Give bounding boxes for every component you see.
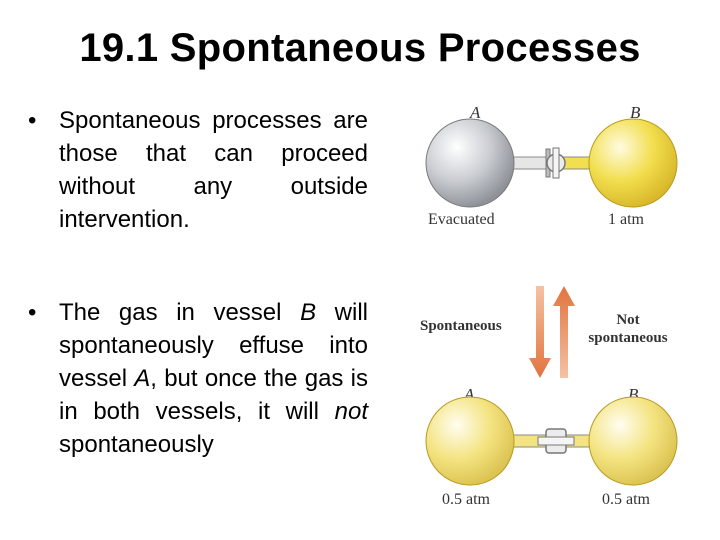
bullet-2-text: The gas in vessel B will spontaneously e…	[59, 296, 368, 461]
slide-title: 19.1 Spontaneous Processes	[79, 26, 641, 70]
bullet-1-text: Spontaneous processes are those that can…	[59, 107, 368, 233]
bullet-2-vessel-a: A	[134, 365, 151, 392]
top-apparatus: A B Evacuated 1 atm	[425, 103, 678, 228]
process-arrows: Spontaneous Not spontaneous	[420, 286, 668, 378]
bullet-2-text-mid: will spontaneously effuse into vessel	[59, 299, 368, 392]
top-label-b: B	[630, 103, 641, 122]
bottom-label-b: B	[628, 385, 639, 404]
down-arrow-icon	[529, 286, 551, 378]
bottom-vessel-a	[425, 396, 515, 486]
bottom-caption-a: 0.5 atm	[442, 491, 491, 508]
top-vessel-a	[425, 118, 515, 208]
bullet-dot: •	[28, 107, 37, 134]
top-caption-b: 1 atm	[608, 211, 645, 228]
bullet-2-vessel-b: B	[300, 299, 317, 326]
top-label-a: A	[469, 103, 481, 122]
bullet-2-text-mid2: , but once the gas is in both vessels, i…	[59, 365, 368, 425]
bullet-1: • Spontaneous processes are those that c…	[28, 104, 368, 236]
bullet-2-not: not	[334, 398, 368, 425]
top-caption-a: Evacuated	[428, 211, 495, 228]
bottom-apparatus: A B 0.5 atm 0.5 atm	[425, 385, 678, 508]
top-stopcock-icon	[545, 147, 566, 179]
effusion-figure: A B Evacuated 1 atm Spontaneous Not spon…	[420, 103, 678, 508]
not-label: Not	[616, 312, 639, 328]
up-arrow-icon	[553, 286, 575, 378]
bullet-2-text-pre: The gas in vessel	[59, 299, 301, 326]
bottom-vessel-b	[588, 396, 678, 486]
bullet-2: • The gas in vessel B will spontaneously…	[28, 296, 368, 461]
not-spontaneous-label: spontaneous	[588, 330, 667, 346]
bottom-stopcock-icon	[537, 428, 575, 454]
bullet-2-text-post: spontaneously	[59, 431, 214, 458]
bottom-caption-b: 0.5 atm	[602, 491, 651, 508]
spontaneous-label: Spontaneous	[420, 318, 502, 334]
bullet-dot: •	[28, 299, 37, 326]
top-vessel-b	[588, 118, 678, 208]
